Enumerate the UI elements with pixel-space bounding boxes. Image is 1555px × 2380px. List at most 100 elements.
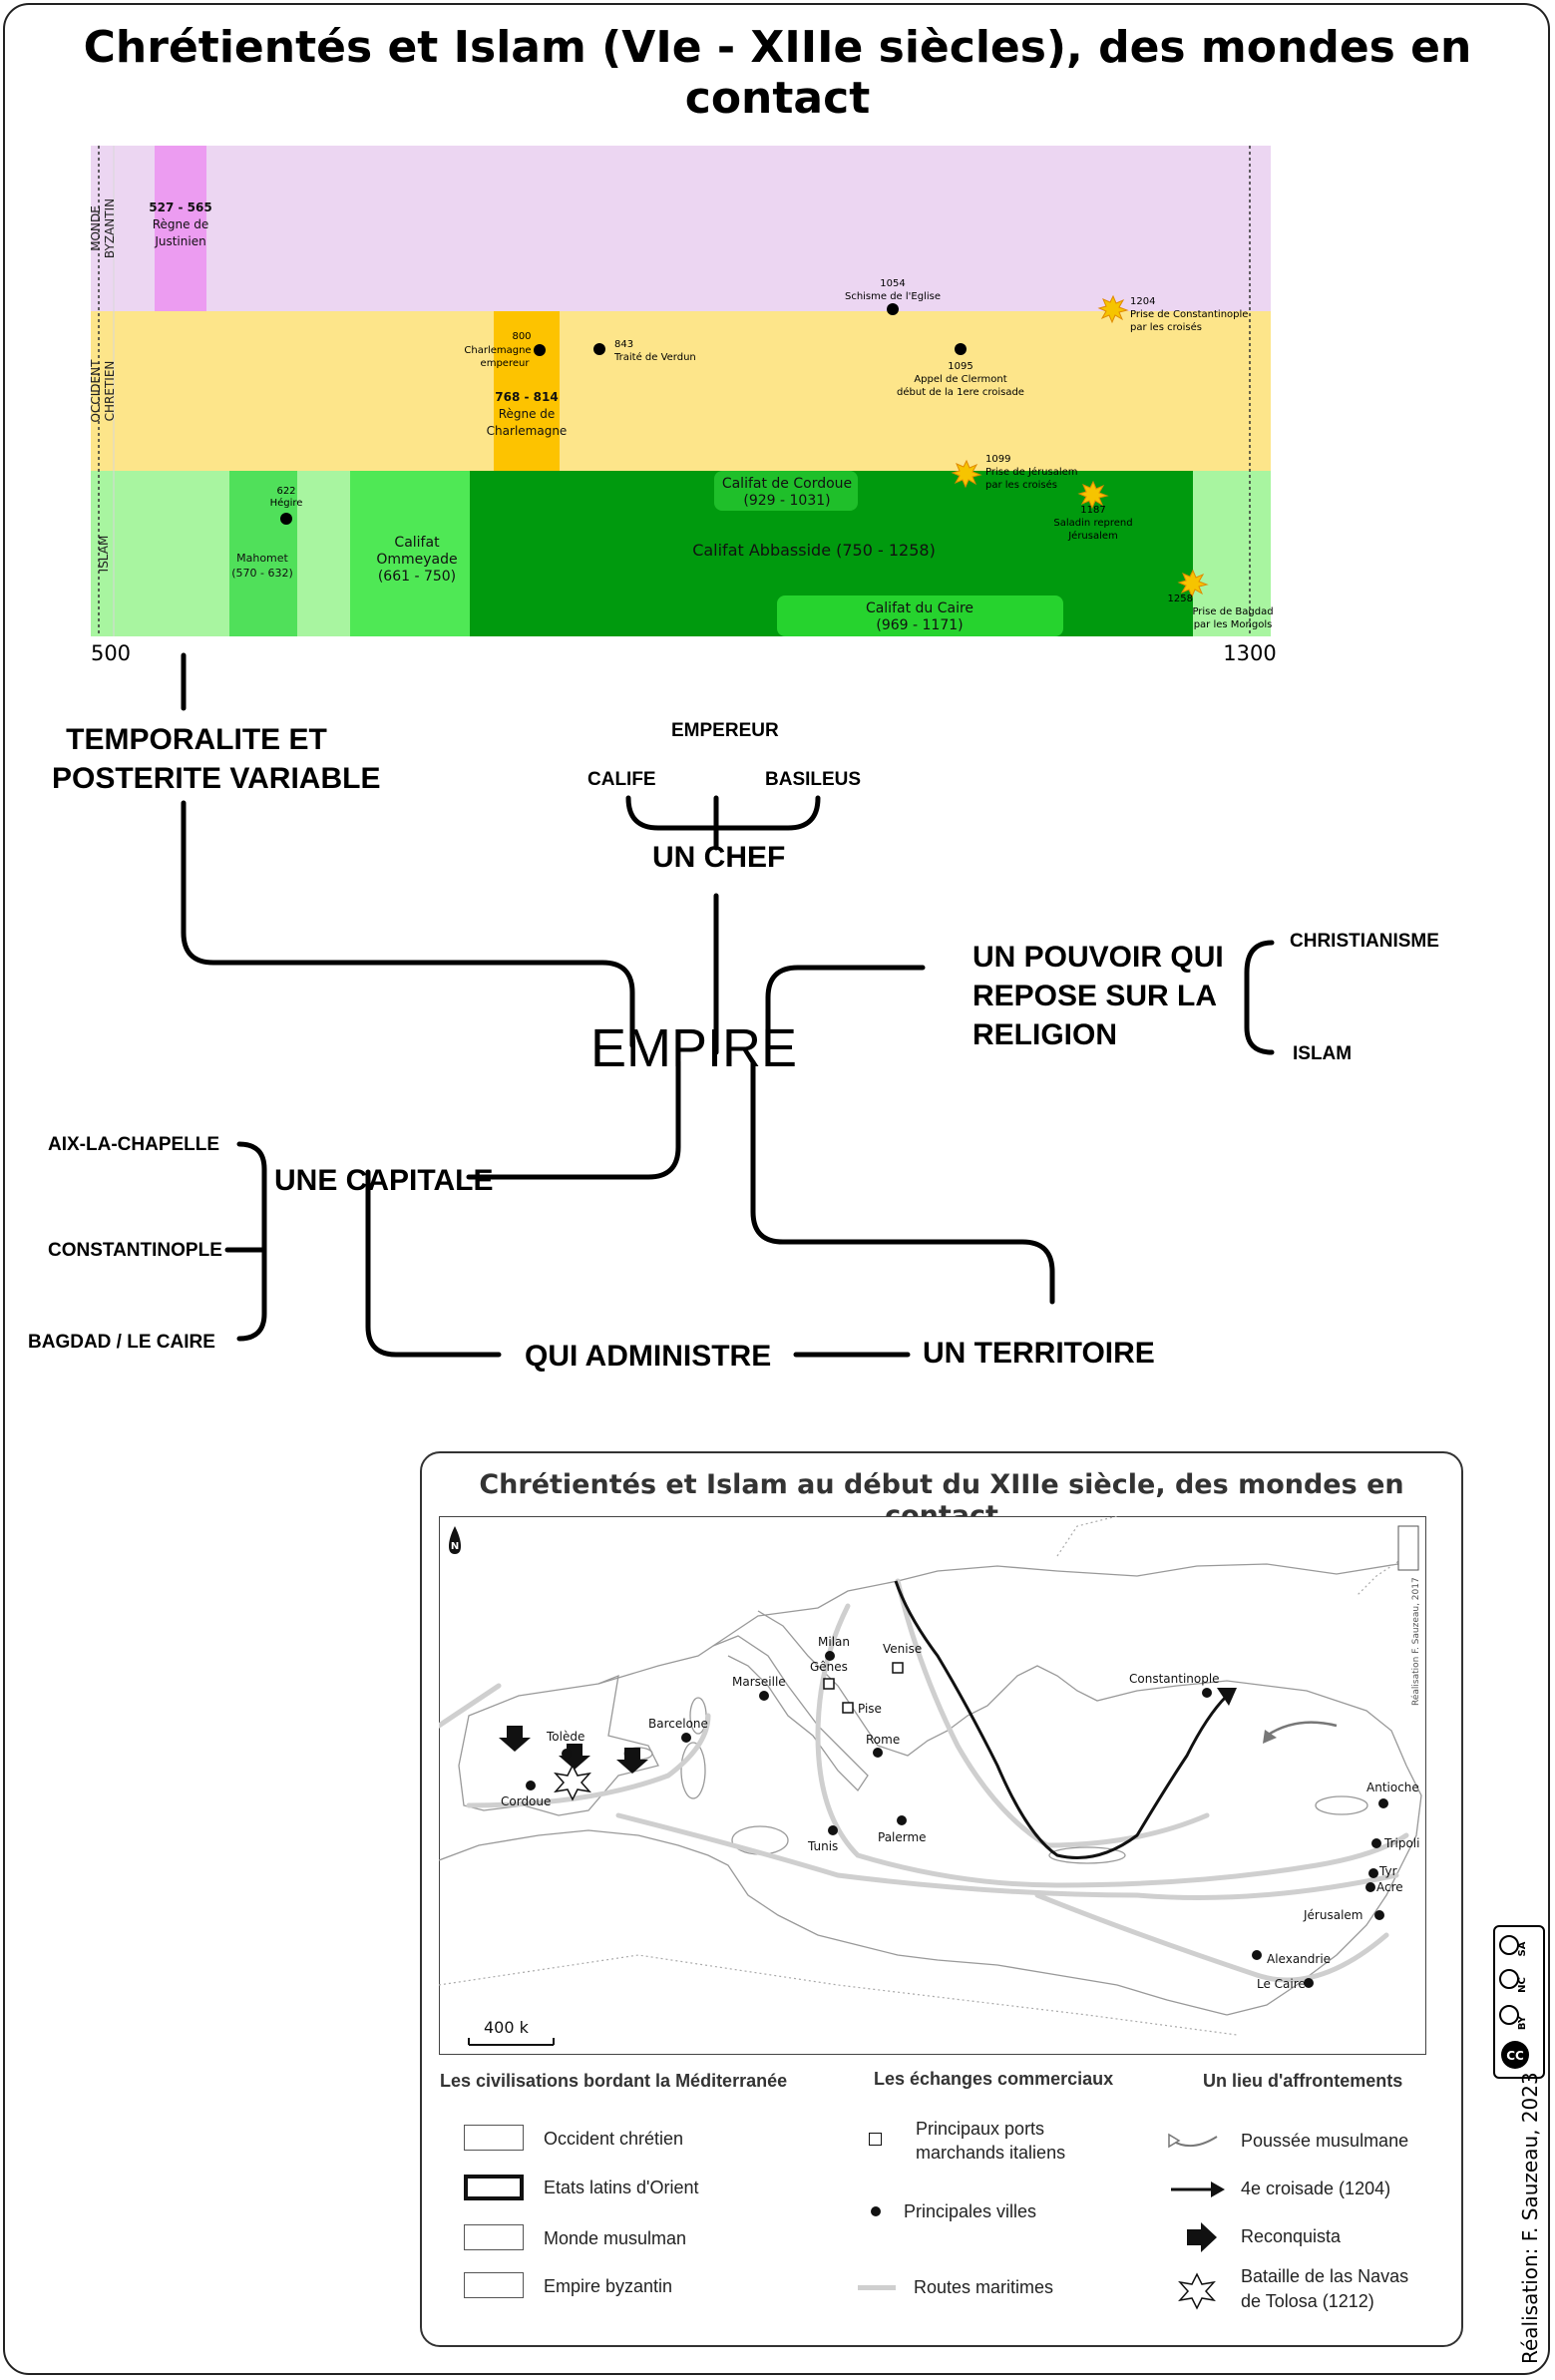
territoire-label: UN TERRITOIRE	[923, 1337, 1155, 1370]
island-cyprus	[1315, 1795, 1368, 1815]
legend-navas-line1: Bataille de las Navas	[1241, 2266, 1409, 2286]
period-ommeyade	[350, 471, 470, 636]
page-frame	[3, 3, 1550, 2375]
legend-latins: Etats latins d'Orient	[544, 2178, 699, 2197]
event-year-1204: 1204	[1130, 296, 1155, 307]
city-label-tunis: Tunis	[807, 1839, 838, 1853]
svg-text:CC: CC	[1506, 2049, 1524, 2063]
city-label-milan: Milan	[818, 1635, 850, 1649]
port-pise	[842, 1702, 854, 1714]
city-label-barcelone: Barcelone	[648, 1717, 708, 1731]
cc-logo-icon	[1501, 2041, 1529, 2069]
city-label-tyr: Tyr	[1378, 1864, 1397, 1878]
route-west	[466, 1713, 711, 1808]
city-label-lecaire: Le Caire	[1257, 1977, 1306, 1991]
event-dot-1054	[887, 303, 899, 315]
period-justinien	[155, 146, 206, 311]
band-label-byzantin-1: MONDE	[89, 205, 103, 251]
port-venise	[892, 1662, 904, 1674]
legend-conflict-icons	[1168, 2133, 1225, 2310]
legend-ports-line1: Principaux ports	[916, 2119, 1045, 2139]
period-caire-l2: (969 - 1171)	[876, 617, 963, 633]
swatch-occident	[464, 2125, 524, 2151]
empereur-label: EMPEREUR	[671, 720, 779, 741]
band-label-occident-2: CHRETIEN	[103, 361, 117, 422]
legend-occident: Occident chrétien	[544, 2129, 684, 2149]
map-cc-badge	[1397, 1525, 1419, 1571]
cc-sa: SA	[1517, 1941, 1528, 1956]
chef-label: UN CHEF	[652, 841, 786, 874]
city-cordoue	[526, 1781, 536, 1790]
city-alexandrie	[1252, 1950, 1262, 1960]
legend-city-dot	[871, 2206, 881, 2216]
legend-reconquista: Reconquista	[1241, 2226, 1342, 2246]
bagdad-label: BAGDAD / LE CAIRE	[28, 1332, 215, 1353]
island-sardinia	[680, 1742, 706, 1799]
period-cordoue-l1: Califat de Cordoue	[722, 476, 852, 492]
city-label-constantinople: Constantinople	[1129, 1672, 1220, 1686]
event-text2-1204: par les croisés	[1130, 321, 1202, 333]
temporalite-label: TEMPORALITE ET POSTERITE VARIABLE	[52, 720, 380, 798]
legend-port-square	[869, 2133, 882, 2146]
event-text-1187: Saladin reprend	[1053, 518, 1132, 529]
coast-africa	[439, 1829, 1228, 2016]
event-star-1204	[1097, 294, 1129, 324]
legend-navas-line2: de Tolosa (1212)	[1241, 2291, 1374, 2311]
event-text2-1258: par les Mongols	[1194, 619, 1273, 630]
period-mahomet	[229, 471, 297, 636]
event-dot-1095	[955, 343, 967, 355]
map-figure: Milan Venise Gênes Marseille Pise Barcel…	[439, 1516, 1426, 2055]
coast-iberia	[458, 1674, 659, 1816]
city-label-palerme: Palerme	[878, 1830, 927, 1844]
event-text2-1099: par les croisés	[985, 479, 1057, 491]
route-genes	[815, 1603, 1409, 1888]
band-label-byzantin-2: BYZANTIN	[103, 198, 117, 258]
city-barcelone	[681, 1733, 691, 1743]
legend-byzantin: Empire byzantin	[544, 2276, 673, 2296]
temporalite-line2: POSTERITE VARIABLE	[52, 762, 381, 795]
page-title: Chrétientés et Islam (VIe - XIIIe siècle…	[83, 22, 1472, 124]
city-label-pise: Pise	[858, 1702, 882, 1716]
event-text-1099: Prise de Jérusalem	[985, 466, 1078, 478]
event-star-1099	[951, 459, 982, 489]
city-label-jerusalem: Jérusalem	[1303, 1908, 1362, 1922]
city-label-genes: Gênes	[810, 1660, 848, 1674]
period-mahomet-l2: (570 - 632)	[231, 567, 293, 580]
city-label-acre: Acre	[1376, 1880, 1403, 1894]
city-constantinople	[1202, 1688, 1212, 1698]
event-text-1258: Prise de Bagdad	[1192, 606, 1273, 617]
north-icon: N	[449, 1526, 461, 1554]
band-label-islam: ISLAM	[97, 536, 111, 573]
push-arrow	[1266, 1721, 1338, 1738]
swatch-byzantin	[464, 2272, 524, 2298]
coast-levant	[1226, 1765, 1422, 2016]
capitale-label: UNE CAPITALE	[274, 1164, 494, 1197]
legend-cities: Principales villes	[904, 2201, 1037, 2221]
map-frame	[439, 1516, 1426, 2055]
city-label-antioche: Antioche	[1366, 1781, 1419, 1794]
legend-push: Poussée musulmane	[1241, 2131, 1409, 2151]
route-egypt	[1034, 1892, 1389, 1983]
route-atlantic	[439, 1683, 502, 1729]
event-text2-1187: Jérusalem	[1067, 530, 1118, 542]
city-toledo	[562, 1749, 572, 1759]
period-ommeyade-l1: Califat	[394, 535, 440, 551]
city-milan	[825, 1651, 835, 1661]
event-text2-1095: début de la 1ere croisade	[897, 386, 1024, 398]
cc-by: BY	[1517, 2015, 1528, 2030]
event-year-1054: 1054	[880, 278, 905, 289]
event-dot-622	[280, 513, 292, 525]
city-antioche	[1378, 1798, 1388, 1808]
mindmap-connectors	[181, 652, 1275, 1358]
event-year-622: 622	[276, 486, 295, 497]
map-title: Chrétientés et Islam au début du XIIIe s…	[479, 1469, 1404, 1531]
band-byzantin	[91, 146, 1271, 311]
religion-line3: RELIGION	[972, 1018, 1118, 1051]
religion-label: UN POUVOIR QUI REPOSE SUR LA RELIGION	[972, 938, 1224, 1054]
islam-label: ISLAM	[1293, 1043, 1353, 1064]
city-label-cordoue: Cordoue	[501, 1794, 551, 1808]
period-cordoue-l2: (929 - 1031)	[743, 493, 830, 509]
swatch-latins	[464, 2175, 524, 2200]
empire-label: EMPIRE	[590, 1018, 798, 1078]
religion-line1: UN POUVOIR QUI	[972, 941, 1224, 974]
